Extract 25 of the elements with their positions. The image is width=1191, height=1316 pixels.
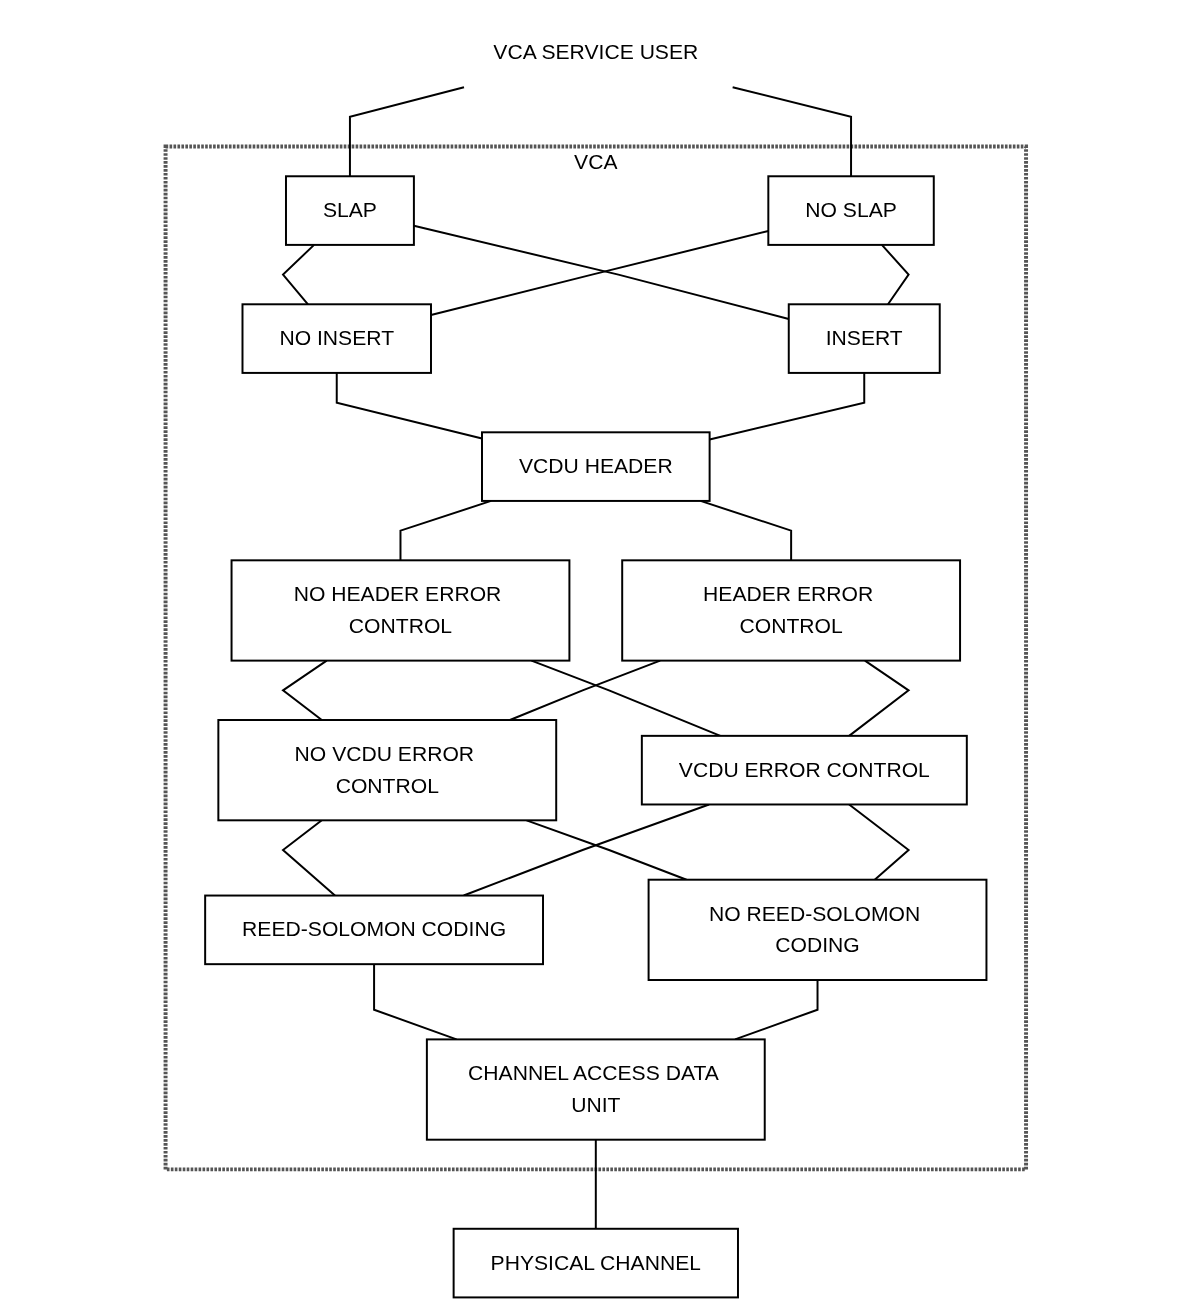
connector xyxy=(348,86,465,178)
node-box: INSERT xyxy=(787,303,941,374)
node-box: CHANNEL ACCESS DATA UNIT xyxy=(425,1038,766,1141)
node-box: HEADER ERROR CONTROL xyxy=(620,559,961,662)
node-box: NO HEADER ERROR CONTROL xyxy=(230,559,571,662)
node-box: NO INSERT xyxy=(241,303,432,374)
connector xyxy=(847,803,910,881)
node-text: VCA SERVICE USER xyxy=(493,41,698,64)
connector xyxy=(462,803,710,897)
node-box: NO SLAP xyxy=(767,175,935,246)
connector xyxy=(508,659,661,721)
connector xyxy=(731,86,852,178)
node-box: NO VCDU ERROR CONTROL xyxy=(217,719,557,822)
connector xyxy=(525,819,688,881)
connector xyxy=(847,659,910,737)
node-box: REED-SOLOMON CODING xyxy=(203,894,544,966)
connector xyxy=(594,1138,597,1230)
node-box: SLAP xyxy=(284,175,415,246)
connector xyxy=(281,819,336,897)
node-box: VCDU ERROR CONTROL xyxy=(640,734,968,806)
node-box: PHYSICAL CHANNEL xyxy=(452,1227,739,1299)
node-box: NO REED-SOLOMON CODING xyxy=(647,878,988,981)
connector xyxy=(699,499,792,562)
connector xyxy=(399,499,492,562)
node-box: VCDU HEADER xyxy=(480,431,711,502)
